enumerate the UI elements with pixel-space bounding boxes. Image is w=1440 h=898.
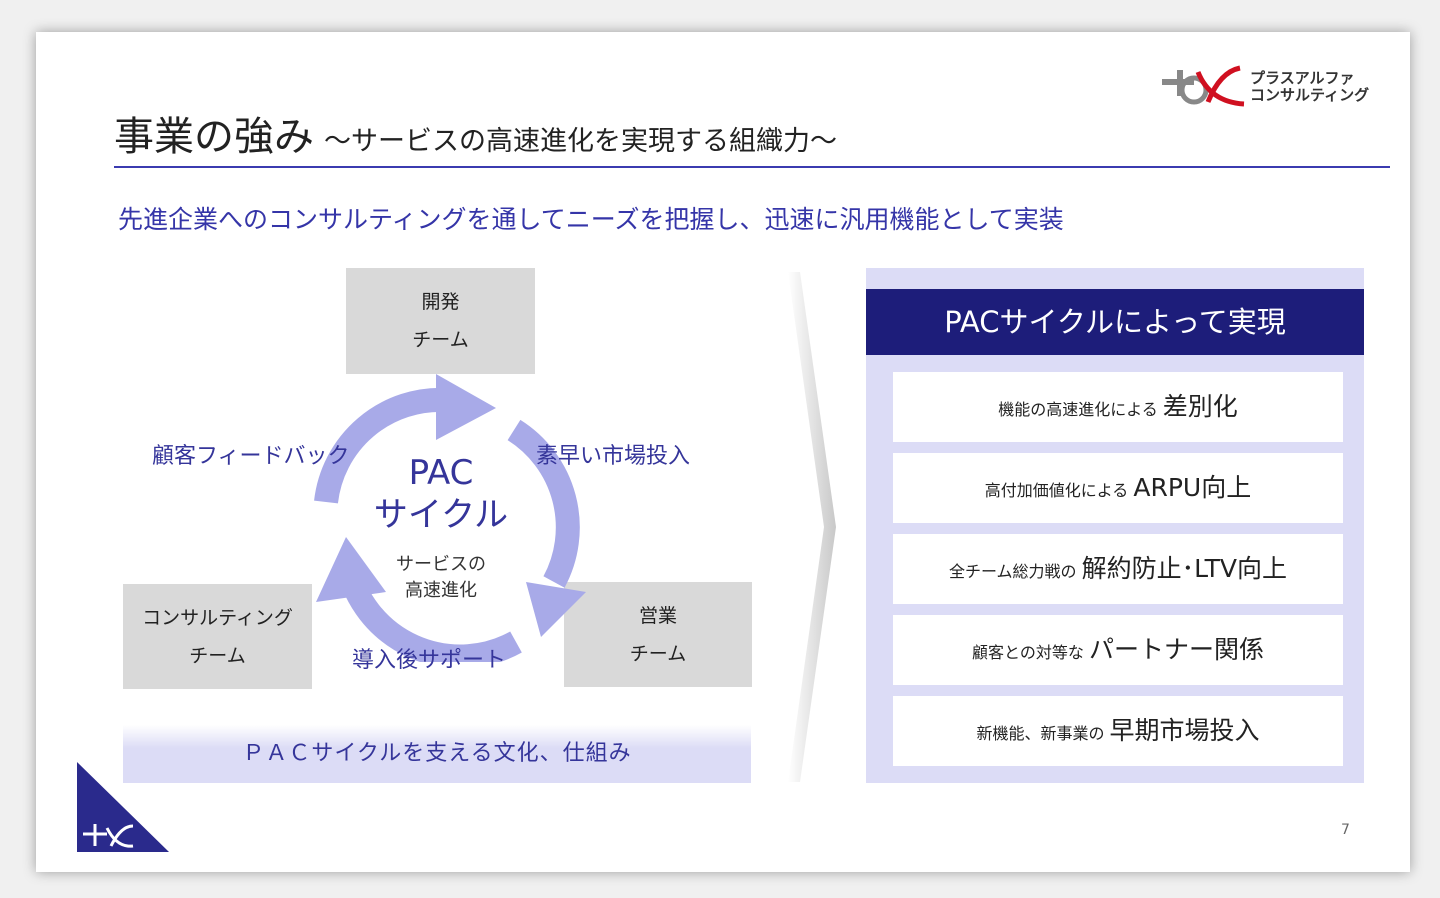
center-sub-2: 高速進化 (405, 580, 477, 601)
team-label: 営業 (638, 604, 677, 627)
result-item-emphasis: 解約防止･LTV向上 (1081, 554, 1287, 583)
title-sub: ～サービスの高速進化を実現する組織力～ (324, 126, 837, 157)
result-item-prefix: 顧客との対等な (972, 643, 1089, 662)
result-item-prefix: 機能の高速進化による (998, 400, 1163, 419)
team-dev-box: 開発チーム (346, 268, 535, 374)
result-item-prefix: 高付加価値化による (984, 481, 1134, 500)
logo-line2: コンサルティング (1250, 86, 1370, 104)
result-item-emphasis: ARPU向上 (1133, 473, 1252, 502)
page-number: 7 (1341, 822, 1350, 838)
flow-label-market: 素早い市場投入 (536, 444, 691, 469)
result-item-prefix: 全チーム総力戦の (949, 562, 1082, 581)
page-title: 事業の強み ～サービスの高速進化を実現する組織力～ (114, 104, 837, 162)
corner-logo-icon (77, 762, 169, 852)
result-item-emphasis: 差別化 (1162, 392, 1238, 421)
team-label: チーム (412, 329, 469, 351)
team-consulting-box: コンサルティングチーム (123, 584, 312, 689)
team-sales-box: 営業チーム (564, 582, 752, 687)
team-label: 開発 (421, 291, 460, 313)
flow-label-feedback: 顧客フィードバック (152, 444, 350, 469)
cycle-arrows (314, 374, 586, 662)
result-item: 新機能、新事業の 早期市場投入 (893, 696, 1343, 766)
team-label: コンサルティング (142, 606, 293, 629)
logo-line1: プラスアルファ (1250, 69, 1355, 87)
result-item: 全チーム総力戦の 解約防止･LTV向上 (893, 534, 1343, 604)
team-label: チーム (189, 644, 246, 667)
arrow-feedback (314, 387, 447, 504)
title-main: 事業の強み (114, 114, 314, 160)
flow-label-support: 導入後サポート (352, 648, 507, 673)
results-panel-header: PACサイクルによって実現 (866, 289, 1364, 355)
arrowhead-icon (526, 582, 586, 637)
result-item: 高付加価値化による ARPU向上 (893, 453, 1343, 523)
culture-banner: ＰＡＣサイクルを支える文化、仕組み (123, 725, 751, 783)
arrowhead-icon (436, 374, 496, 440)
company-logo-text: プラスアルファ コンサルティング (1250, 70, 1369, 104)
chevron-separator-icon (788, 272, 836, 782)
cycle-center-sub: サービスの 高速進化 (341, 552, 541, 604)
result-item-emphasis: 早期市場投入 (1109, 716, 1260, 745)
center-sub-1: サービスの (396, 554, 486, 575)
lead-text: 先進企業へのコンサルティングを通してニーズを把握し、迅速に汎用機能として実装 (118, 205, 1064, 234)
title-divider (114, 166, 1390, 168)
center-title-1: PAC (408, 453, 474, 493)
slide: プラスアルファ コンサルティング 事業の強み ～サービスの高速進化を実現する組織力… (36, 32, 1410, 872)
company-logo-mark (1162, 65, 1245, 107)
arrowhead-icon (316, 537, 386, 602)
result-item: 機能の高速進化による 差別化 (893, 372, 1343, 442)
team-label: チーム (629, 642, 687, 665)
result-item-emphasis: パートナー関係 (1088, 635, 1264, 664)
cycle-center-title: PAC サイクル (341, 452, 541, 536)
center-title-2: サイクル (373, 495, 509, 535)
result-item-prefix: 新機能、新事業の (976, 724, 1110, 743)
arrow-market (507, 419, 580, 588)
result-item: 顧客との対等な パートナー関係 (893, 615, 1343, 685)
